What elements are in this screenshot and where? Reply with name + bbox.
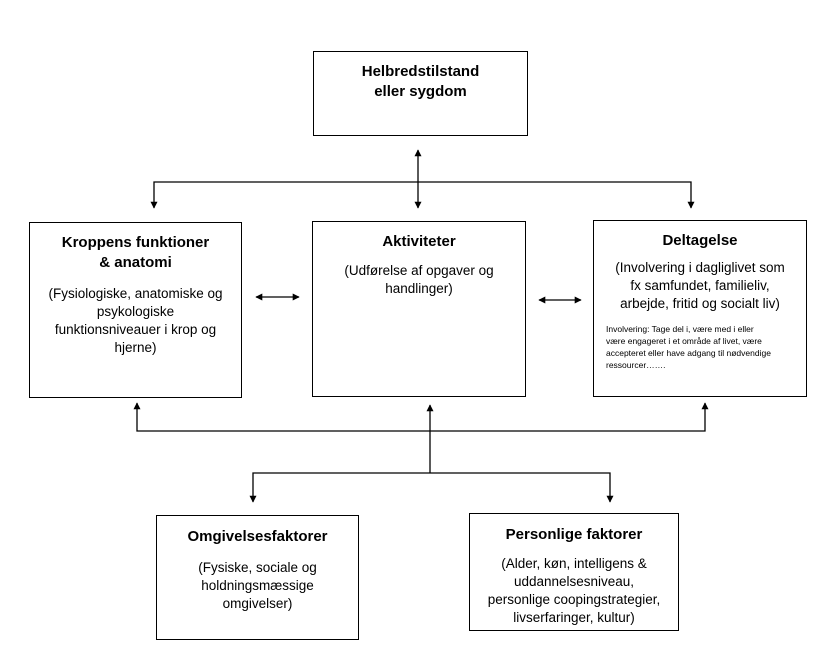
box-activities: Aktiviteter (Udførelse af opgaver og han… xyxy=(312,221,526,397)
box-participation-desc-line3: arbejde, fritid og socialt liv) xyxy=(620,296,780,311)
box-activities-title: Aktiviteter xyxy=(382,233,456,250)
box-participation-desc-line1: (Involvering i dagliglivet som xyxy=(615,260,785,275)
line-bottom-bar xyxy=(133,402,709,432)
box-participation: Deltagelse (Involvering i dagliglivet so… xyxy=(593,220,807,397)
box-participation-note-line1: Involvering: Tage del i, være med i elle… xyxy=(606,324,754,334)
box-environment-description: (Fysiske, sociale og holdningsmæssige om… xyxy=(157,559,358,613)
box-environment-desc-line2: holdningsmæssige xyxy=(201,578,314,593)
box-personal-description: (Alder, køn, intelligens & uddannelsesni… xyxy=(470,555,678,627)
box-health-title-line2: eller sygdom xyxy=(374,83,467,100)
box-participation-note: Involvering: Tage del i, være med i elle… xyxy=(600,323,800,371)
box-participation-description: (Involvering i dagliglivet som fx samfun… xyxy=(600,259,800,313)
box-personal-desc-line1: (Alder, køn, intelligens & xyxy=(501,556,647,571)
box-personal-factors: Personlige faktorer (Alder, køn, intelli… xyxy=(469,513,679,631)
box-body-title-line2: & anatomi xyxy=(99,254,172,271)
box-body-title-line1: Kroppens funktioner xyxy=(61,234,210,251)
box-environment-desc-line1: (Fysiske, sociale og xyxy=(198,560,317,575)
box-environmental-factors: Omgivelsesfaktorer (Fysiske, sociale og … xyxy=(156,515,359,640)
box-body-desc-line1: (Fysiologiske, anatomiske og xyxy=(48,286,223,301)
box-participation-desc-line2: fx samfundet, familieliv, xyxy=(630,278,770,293)
box-participation-note-line4: ressourcer……. xyxy=(606,360,666,370)
box-body-description: (Fysiologiske, anatomiske og psykologisk… xyxy=(38,285,233,357)
box-activities-description: (Udførelse af opgaver og handlinger) xyxy=(321,262,517,298)
box-environment-title: Omgivelsesfaktorer xyxy=(187,528,328,545)
box-environment-desc-line3: omgivelser) xyxy=(222,596,293,611)
box-body-desc-line4: hjerne) xyxy=(114,340,157,355)
box-participation-note-line2: være engageret i et område af livet, vær… xyxy=(606,336,762,346)
box-participation-note-line3: accepteret eller have adgang til nødvend… xyxy=(606,348,771,358)
box-personal-title: Personlige faktorer xyxy=(505,526,643,543)
box-personal-desc-line3: personlige coopingstrategier, xyxy=(487,592,661,607)
line-lower-branch xyxy=(249,472,614,503)
box-activities-desc-line2: handlinger) xyxy=(385,281,453,296)
box-health-condition: Helbredstilstand eller sygdom xyxy=(313,51,528,136)
box-body-desc-line3: funktionsniveauer i krop og xyxy=(54,322,217,337)
box-participation-title: Deltagelse xyxy=(662,232,738,249)
line-top-branch xyxy=(150,181,695,209)
box-activities-desc-line1: (Udførelse af opgaver og xyxy=(344,263,494,278)
box-personal-desc-line4: livserfaringer, kultur) xyxy=(513,610,635,625)
box-health-title-line1: Helbredstilstand xyxy=(361,63,480,80)
box-body-desc-line2: psykologiske xyxy=(96,304,175,319)
box-body-functions: Kroppens funktioner & anatomi (Fysiologi… xyxy=(29,222,242,398)
box-personal-desc-line2: uddannelsesniveau, xyxy=(513,574,635,589)
